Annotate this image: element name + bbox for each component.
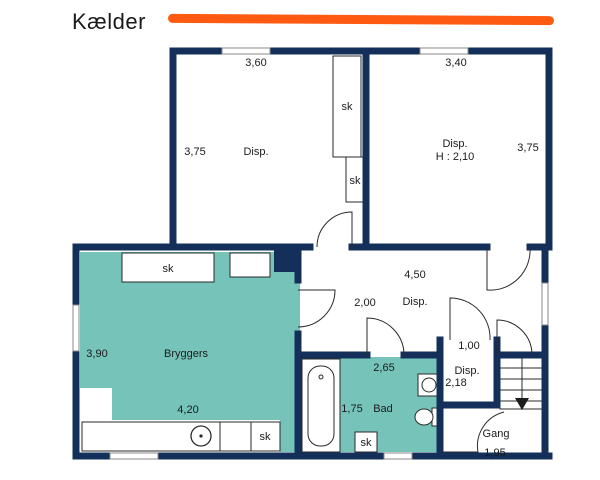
- bryggers-name: Bryggers: [164, 348, 209, 360]
- disp-right-depth: 3,75: [517, 142, 538, 154]
- disp-center-depth: 2,00: [354, 297, 375, 309]
- bad-name: Bad: [373, 403, 393, 415]
- disp-right-name: Disp.: [442, 138, 467, 150]
- disp-right-height: H : 2,10: [436, 151, 475, 163]
- cabinet-bath: [354, 431, 378, 453]
- walls: [72, 47, 553, 460]
- bryggers-width: 4,20: [177, 404, 198, 416]
- cabinet-left-1: [332, 55, 362, 158]
- sk-bad: sk: [361, 437, 373, 449]
- corner-block: [274, 249, 298, 272]
- bryggers-depth: 3,90: [86, 348, 107, 360]
- counter-bryggers: [81, 421, 281, 452]
- disp-left-name: Disp.: [243, 146, 268, 158]
- bath-sink: [421, 377, 437, 393]
- bad-width: 2,65: [373, 362, 394, 374]
- disp-small-depth: 2,18: [445, 377, 466, 389]
- disp-center-width: 4,50: [404, 269, 425, 281]
- bad-depth: 1,75: [341, 403, 362, 415]
- disp-center-name: Disp.: [402, 296, 427, 308]
- gang-width: 1,95: [484, 447, 505, 459]
- windows: [72, 47, 549, 460]
- disp-left-depth: 3,75: [184, 146, 205, 158]
- doors: [297, 211, 533, 453]
- sk-left-2: sk: [350, 175, 362, 187]
- bathtub-inner: [307, 365, 335, 447]
- sink-drain: [199, 434, 203, 438]
- sk-bryggers-top: sk: [163, 263, 175, 275]
- page-title: Kælder: [72, 9, 146, 34]
- disp-small-name: Disp.: [454, 365, 479, 377]
- disp-small-width: 1,00: [458, 340, 479, 352]
- sk-bryggers-bottom: sk: [260, 431, 272, 443]
- toilet-bowl: [414, 408, 434, 426]
- sk-left-1: sk: [342, 101, 354, 113]
- bathtub-drain: [318, 374, 324, 380]
- disp-left-width: 3,60: [245, 57, 266, 69]
- stair-arrow-icon: [515, 398, 529, 410]
- gang-name: Gang: [483, 428, 510, 440]
- bryggers-floor: [80, 252, 300, 452]
- cabinet-bryggers-top-small: [229, 252, 271, 278]
- cabinet-bryggers-top: [121, 252, 215, 283]
- disp-right-width: 3,40: [445, 57, 466, 69]
